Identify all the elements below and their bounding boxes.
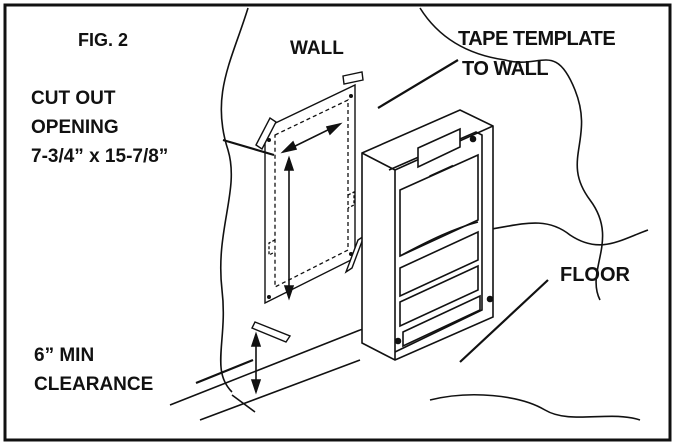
floor-baseboard-lines <box>169 329 361 421</box>
wall-unit <box>361 109 494 361</box>
tape-label-line2: TO WALL <box>462 58 548 80</box>
figure-border <box>3 3 672 442</box>
dimension-arrow <box>280 122 343 301</box>
clearance-label-line2: CLEARANCE <box>34 374 153 395</box>
cutout-dimensions: 7-3/4” x 15-7/8” <box>31 146 168 167</box>
leader-lines <box>195 59 549 385</box>
wall-outline <box>219 7 604 393</box>
tape-label-line1: TAPE TEMPLATE <box>458 28 615 50</box>
wall-label: WALL <box>290 38 344 59</box>
cutout-label-line2: OPENING <box>31 117 119 138</box>
floor-label: FLOOR <box>560 264 631 286</box>
clearance-label-line1: 6” MIN <box>34 345 94 366</box>
figure-label: FIG. 2 <box>78 30 128 50</box>
mounting-template <box>264 83 356 305</box>
clearance-arrow <box>250 331 262 395</box>
cutout-label-line1: CUT OUT <box>31 88 116 109</box>
